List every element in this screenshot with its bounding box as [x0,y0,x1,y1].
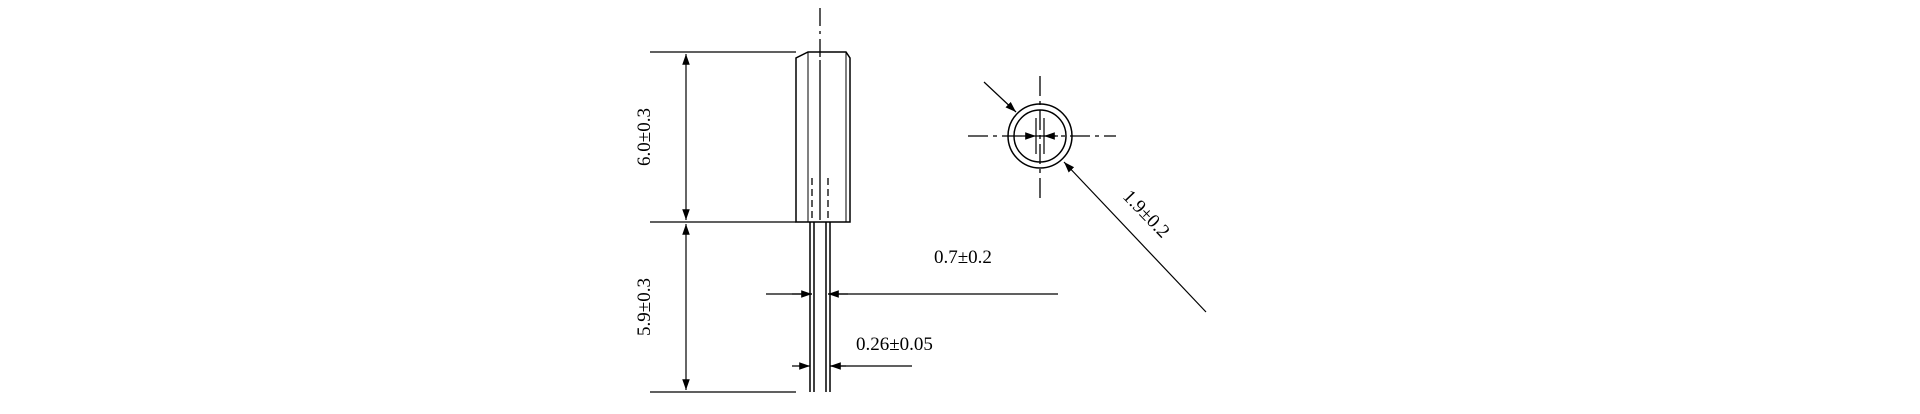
end-view: 1.9±0.2 [968,76,1207,313]
lead-pitch-dimension: 0.7±0.2 [766,247,1058,298]
body-diameter-label: 1.9±0.2 [1118,186,1173,242]
side-view: 6.0±0.3 5.9±0.3 0.7±0.2 0.26±0.05 [634,8,1058,393]
crystal-leads [809,222,831,392]
body-length-dimension: 6.0±0.3 [634,53,690,220]
body-diameter-dimension: 1.9±0.2 [983,81,1207,313]
lead-length-label: 5.9±0.3 [634,278,655,336]
lead-pitch-label: 0.7±0.2 [934,247,992,268]
body-inner-circle [1013,109,1067,163]
lead-diameter-dimension: 0.26±0.05 [792,334,933,370]
crystal-body [795,51,851,223]
body-length-label: 6.0±0.3 [634,108,655,166]
lead-length-dimension: 5.9±0.3 [634,224,690,390]
body-outer-circle [1007,103,1073,169]
lead-diameter-label: 0.26±0.05 [856,334,933,355]
